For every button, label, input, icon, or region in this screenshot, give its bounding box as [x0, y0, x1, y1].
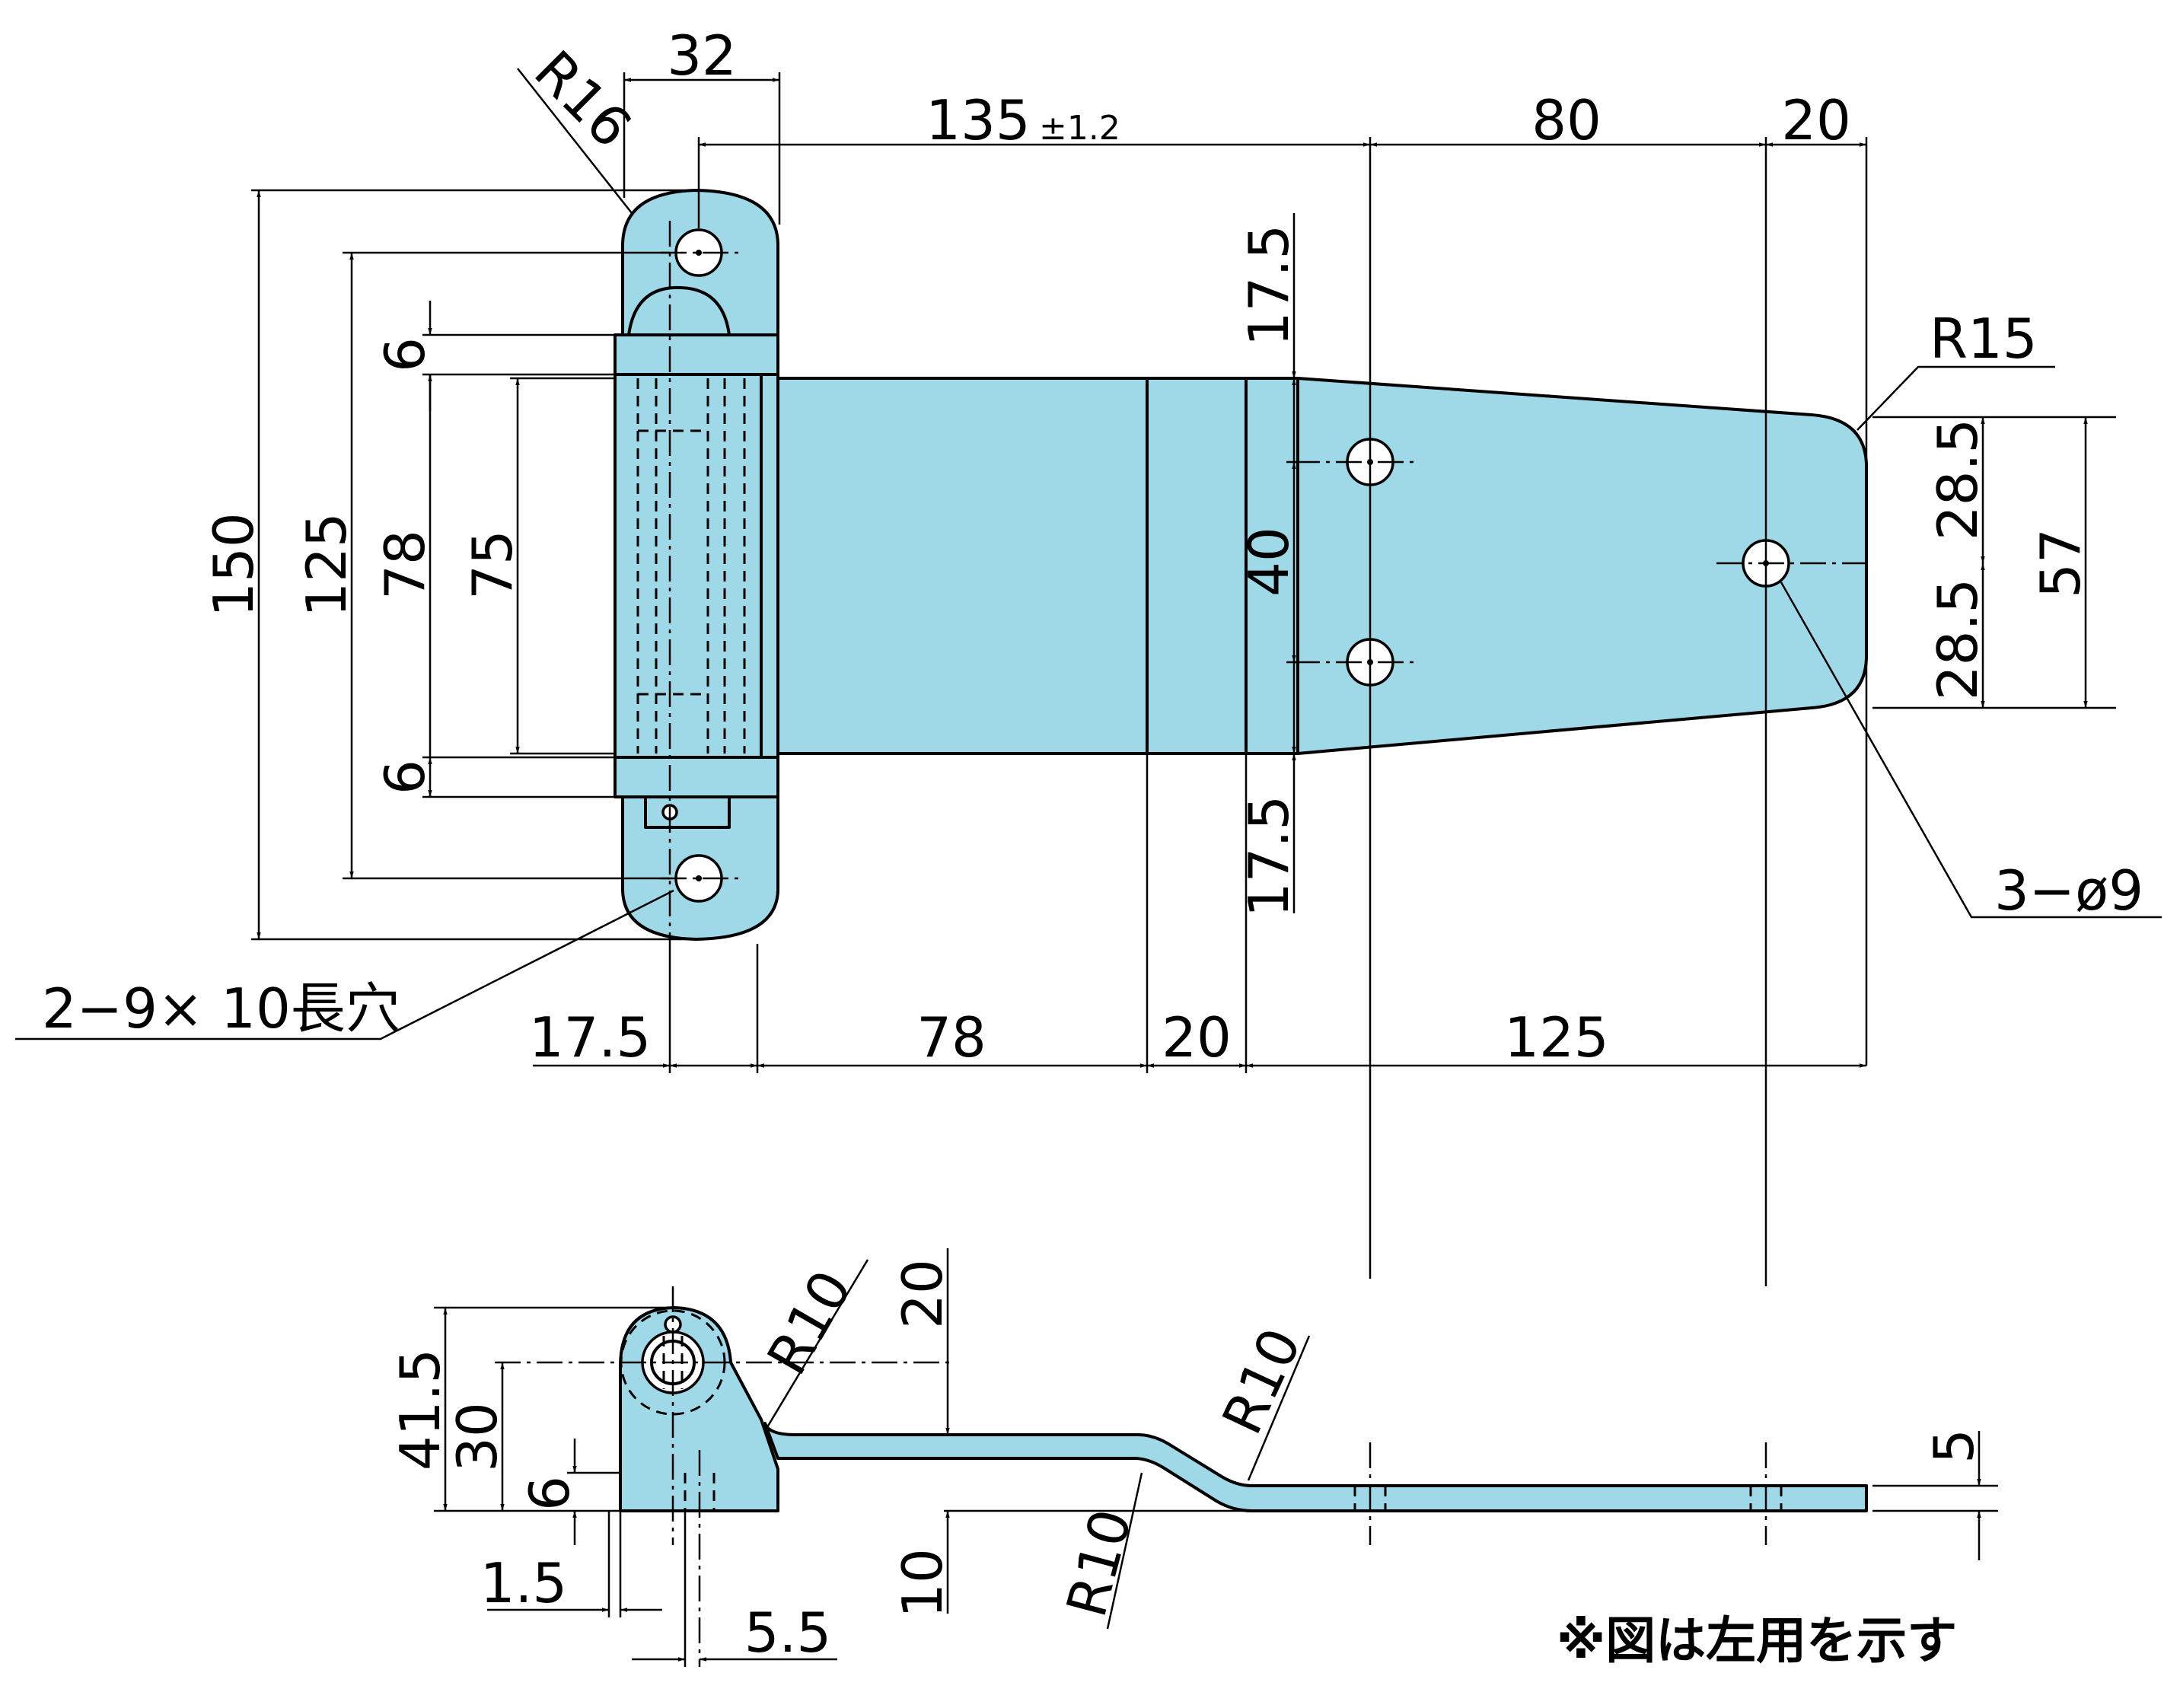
dim-135: 135	[926, 88, 1030, 152]
side-view: 41.5 30 6 1.5 5.5 R10 R10 R10 20 10 5	[388, 1248, 1998, 1667]
dim-6-upper: 6	[373, 337, 437, 372]
dim-285-lower: 28.5	[1926, 578, 1990, 700]
dim-20-top: 20	[1781, 88, 1851, 152]
dim-r16: R16	[522, 38, 644, 160]
dim-r10-c: R10	[1054, 1502, 1144, 1624]
side-dimension-lines	[443, 1248, 1981, 1662]
dim-135-tol: ±1.2	[1039, 109, 1120, 148]
side-base-block	[619, 1306, 779, 1512]
top-view: 32 R16 135 ±1.2 80 20 R15 17.5 40 17.5 2…	[15, 24, 2162, 1286]
dim-2-slots: 2−9× 10長穴	[42, 977, 400, 1040]
dim-32: 32	[667, 24, 737, 88]
dimension-lines	[257, 78, 2088, 1068]
dim-20-side: 20	[891, 1259, 955, 1329]
leader-lines	[15, 68, 2162, 1040]
dim-125-vertical: 125	[295, 512, 359, 617]
side-extension-lines	[434, 1306, 1998, 1667]
pin-tab	[644, 795, 731, 829]
knuckle-collar-top	[614, 333, 779, 376]
dim-150: 150	[202, 512, 266, 617]
dim-55: 5.5	[744, 1601, 832, 1665]
dim-175-lower: 17.5	[1237, 795, 1301, 917]
note-left-hand: ※図は左用を示す	[1557, 1611, 1957, 1670]
dim-6-side: 6	[518, 1476, 582, 1511]
dim-78-vertical: 78	[373, 530, 437, 600]
dim-80: 80	[1531, 88, 1602, 152]
dim-125-bottom: 125	[1504, 1005, 1608, 1069]
dim-20-bottom: 20	[1162, 1005, 1232, 1069]
dim-3-holes: 3−ø9	[1994, 859, 2143, 923]
dim-285-upper: 28.5	[1926, 419, 1990, 540]
dim-40: 40	[1237, 527, 1301, 597]
dim-415: 41.5	[388, 1349, 452, 1471]
dim-30: 30	[445, 1402, 509, 1472]
side-leaf-strip	[763, 1422, 1868, 1512]
dim-r10-a: R10	[755, 1260, 865, 1385]
dim-5-side: 5	[1922, 1429, 1986, 1464]
long-leaf	[760, 377, 1868, 755]
dim-78-bottom: 78	[916, 1005, 986, 1069]
dim-6-lower: 6	[373, 760, 437, 795]
dim-15: 1.5	[480, 1551, 568, 1615]
dim-175-upper: 17.5	[1237, 225, 1301, 346]
dim-57: 57	[2029, 528, 2092, 598]
dim-r10-b: R10	[1210, 1318, 1313, 1443]
barrel-cap	[627, 285, 731, 336]
dim-75: 75	[461, 530, 524, 600]
dim-r15: R15	[1930, 307, 2038, 371]
dim-175-bottom: 17.5	[529, 1005, 651, 1069]
dim-10-side: 10	[891, 1548, 955, 1618]
knuckle-collar-bottom	[614, 756, 779, 798]
